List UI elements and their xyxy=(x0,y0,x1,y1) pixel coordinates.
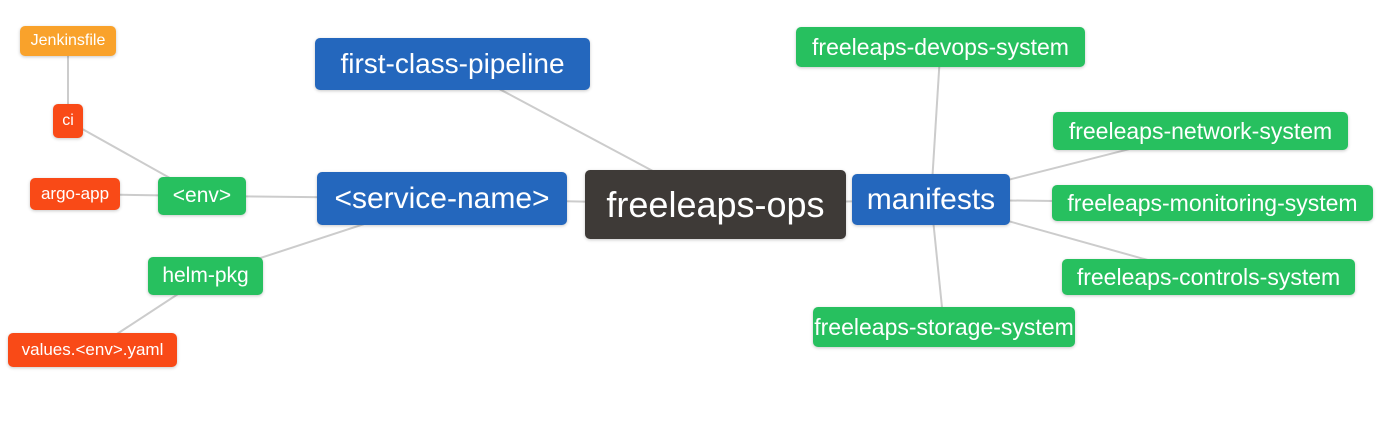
node-network-system[interactable]: freeleaps-network-system xyxy=(1053,112,1348,150)
node-helm-pkg[interactable]: helm-pkg xyxy=(148,257,263,295)
node-jenkinsfile[interactable]: Jenkinsfile xyxy=(20,26,116,56)
node-ci[interactable]: ci xyxy=(53,104,83,138)
node-manifests[interactable]: manifests xyxy=(852,174,1010,225)
node-freeleaps-ops[interactable]: freeleaps-ops xyxy=(585,170,846,239)
node-monitoring-system[interactable]: freeleaps-monitoring-system xyxy=(1052,185,1373,221)
node-service-name[interactable]: <service-name> xyxy=(317,172,567,225)
node-argo-app[interactable]: argo-app xyxy=(30,178,120,210)
node-controls-system[interactable]: freeleaps-controls-system xyxy=(1062,259,1355,295)
node-values-env-yaml[interactable]: values.<env>.yaml xyxy=(8,333,177,367)
node-devops-system[interactable]: freeleaps-devops-system xyxy=(796,27,1085,67)
node-storage-system[interactable]: freeleaps-storage-system xyxy=(813,307,1075,347)
node-env[interactable]: <env> xyxy=(158,177,246,215)
node-first-class-pipeline[interactable]: first-class-pipeline xyxy=(315,38,590,90)
